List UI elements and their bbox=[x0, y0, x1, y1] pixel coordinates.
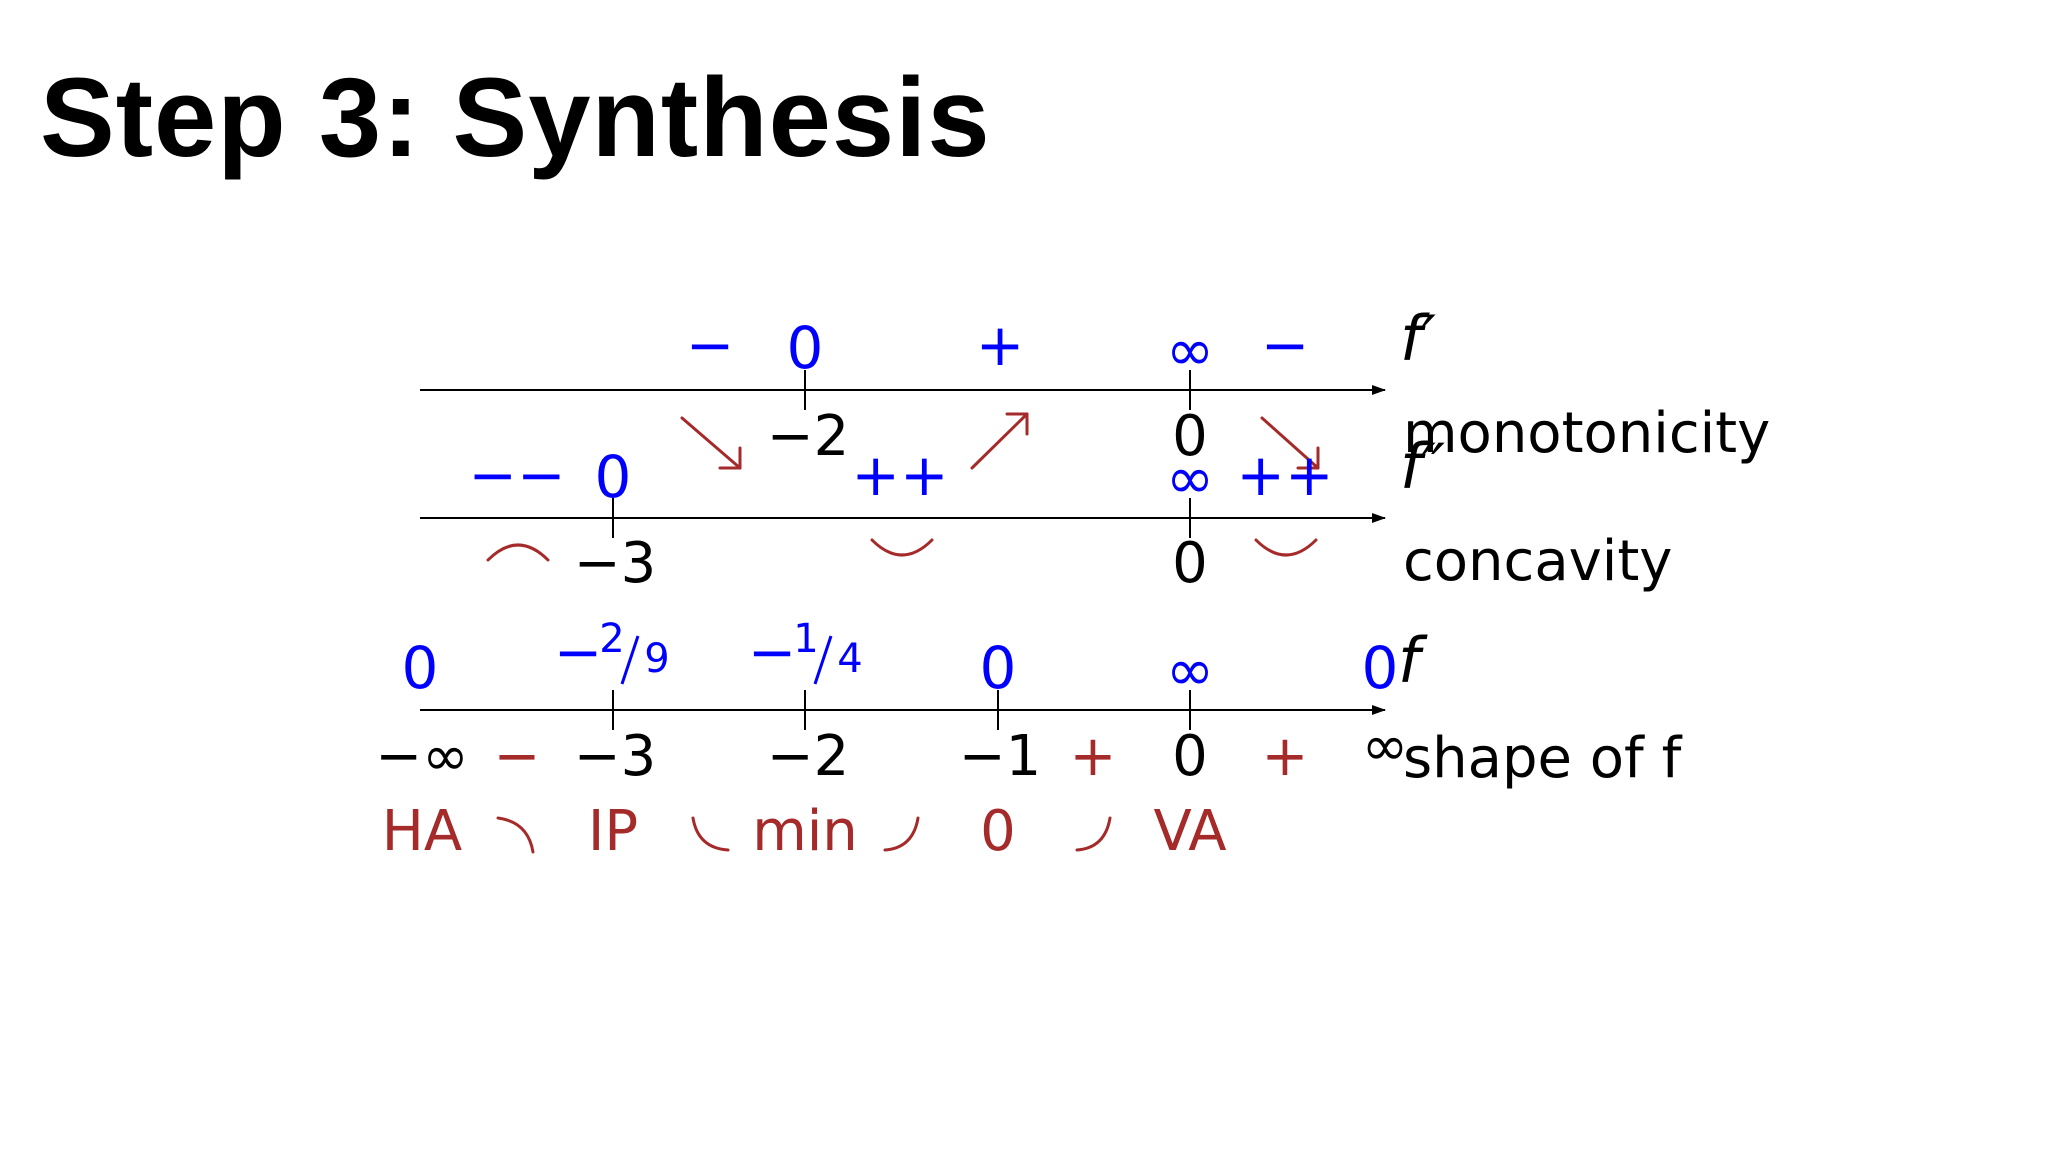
fraction-slash bbox=[813, 635, 833, 685]
feature-label: VA bbox=[1153, 799, 1226, 864]
function-value-fraction: − 1 4 bbox=[748, 616, 863, 686]
monotonicity-label: monotonicity bbox=[1403, 401, 1770, 466]
concave-down-icon bbox=[486, 543, 550, 562]
second-derivative-tick-label: 0 bbox=[1172, 531, 1208, 596]
slide-title: Step 3: Synthesis bbox=[40, 55, 991, 180]
feature-label: IP bbox=[588, 799, 638, 864]
second-derivative-sign: 0 bbox=[595, 443, 632, 511]
feature-label: min bbox=[752, 799, 858, 864]
function-value: 0 bbox=[402, 634, 439, 702]
function-label: f bbox=[1398, 624, 1428, 697]
derivative-tick-label: −2 bbox=[767, 404, 850, 469]
function-tick-label: −3 bbox=[574, 724, 657, 789]
function-value: 0 bbox=[1362, 634, 1399, 702]
function-sign: − bbox=[494, 724, 541, 789]
derivative-sign: − bbox=[686, 311, 735, 379]
second-derivative-sign: ∞ bbox=[1166, 444, 1214, 512]
concave-up-icon bbox=[870, 538, 934, 557]
function-value: ∞ bbox=[1166, 636, 1214, 704]
derivative-function-label: f′ bbox=[1400, 302, 1436, 375]
concave-up-icon bbox=[1254, 538, 1318, 557]
function-tick-label: −∞ bbox=[375, 724, 469, 789]
fraction-slash bbox=[620, 635, 640, 685]
function-tick-label: 0 bbox=[1172, 724, 1208, 789]
derivative-tick-label: 0 bbox=[1172, 404, 1208, 469]
function-tick-label: −2 bbox=[767, 724, 850, 789]
derivative-sign: − bbox=[1261, 311, 1310, 379]
feature-label: HA bbox=[382, 799, 462, 864]
function-tick-label: −1 bbox=[959, 724, 1042, 789]
curve-segment-icon bbox=[1075, 816, 1112, 852]
fraction-numerator: 2 bbox=[599, 616, 624, 662]
concavity-label: concavity bbox=[1403, 529, 1672, 594]
decreasing-arrow-icon bbox=[1260, 416, 1320, 470]
derivative-sign: + bbox=[976, 311, 1025, 379]
second-derivative-sign: −− bbox=[468, 441, 565, 509]
second-derivative-function-label: f″ bbox=[1400, 430, 1445, 503]
function-sign: + bbox=[1262, 724, 1309, 789]
shape-of-f-label: shape of f bbox=[1403, 726, 1683, 791]
fraction-denominator: 9 bbox=[644, 636, 669, 682]
fraction-denominator: 4 bbox=[837, 636, 862, 682]
function-sign: + bbox=[1070, 724, 1117, 789]
curve-segment-icon bbox=[496, 816, 535, 854]
fraction-numerator: 1 bbox=[793, 616, 818, 662]
curve-segment-icon bbox=[691, 816, 730, 852]
fraction-sign: − bbox=[554, 618, 603, 686]
decreasing-arrow-icon bbox=[680, 416, 742, 470]
function-row: 0 − 2 9 − 1 4 0 ∞ 0 −∞ −3 −2 −1 0 ∞ − + … bbox=[375, 616, 1682, 864]
function-tick-label: ∞ bbox=[1362, 714, 1409, 779]
derivative-sign: 0 bbox=[787, 314, 824, 382]
second-derivative-sign: ++ bbox=[851, 441, 948, 509]
function-value-fraction: − 2 9 bbox=[554, 616, 670, 686]
derivative-row: − 0 + ∞ − −2 0 f′ monotonicity bbox=[420, 302, 1770, 470]
feature-label: 0 bbox=[980, 799, 1016, 864]
function-value: 0 bbox=[980, 634, 1017, 702]
second-derivative-row: −− 0 ++ ∞ ++ −3 0 f″ concavity bbox=[420, 430, 1672, 596]
fraction-sign: − bbox=[748, 618, 797, 686]
second-derivative-sign: ++ bbox=[1236, 441, 1333, 509]
second-derivative-tick-label: −3 bbox=[574, 531, 657, 596]
derivative-sign: ∞ bbox=[1166, 316, 1214, 384]
increasing-arrow-icon bbox=[970, 412, 1029, 470]
curve-segment-icon bbox=[883, 816, 920, 852]
